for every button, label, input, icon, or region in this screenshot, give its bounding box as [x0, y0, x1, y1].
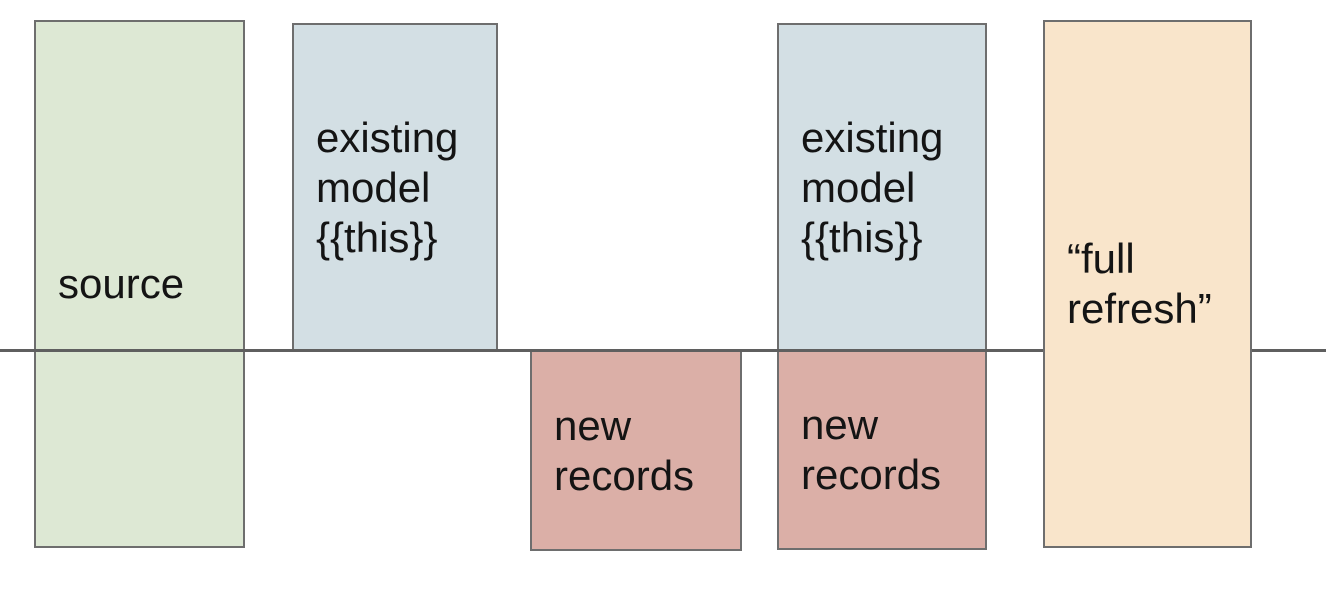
source-box: source [34, 20, 245, 548]
existing-model-box-1: existing model {{this}} [292, 23, 498, 352]
new-records-label-2: new records [801, 401, 942, 498]
source-label: source [58, 260, 185, 307]
full-refresh-box: “full refresh” [1043, 20, 1252, 548]
new-records-label-1: new records [554, 401, 695, 499]
timeline-divider-line [0, 349, 1326, 352]
existing-model-box-2: existing model {{this}} [777, 23, 987, 352]
new-records-box-1: new records [530, 350, 742, 551]
existing-model-label-2: existing model {{this}} [801, 113, 944, 261]
new-records-box-2: new records [777, 350, 987, 550]
full-refresh-label: “full refresh” [1067, 235, 1212, 332]
existing-model-label-1: existing model {{this}} [316, 113, 459, 261]
